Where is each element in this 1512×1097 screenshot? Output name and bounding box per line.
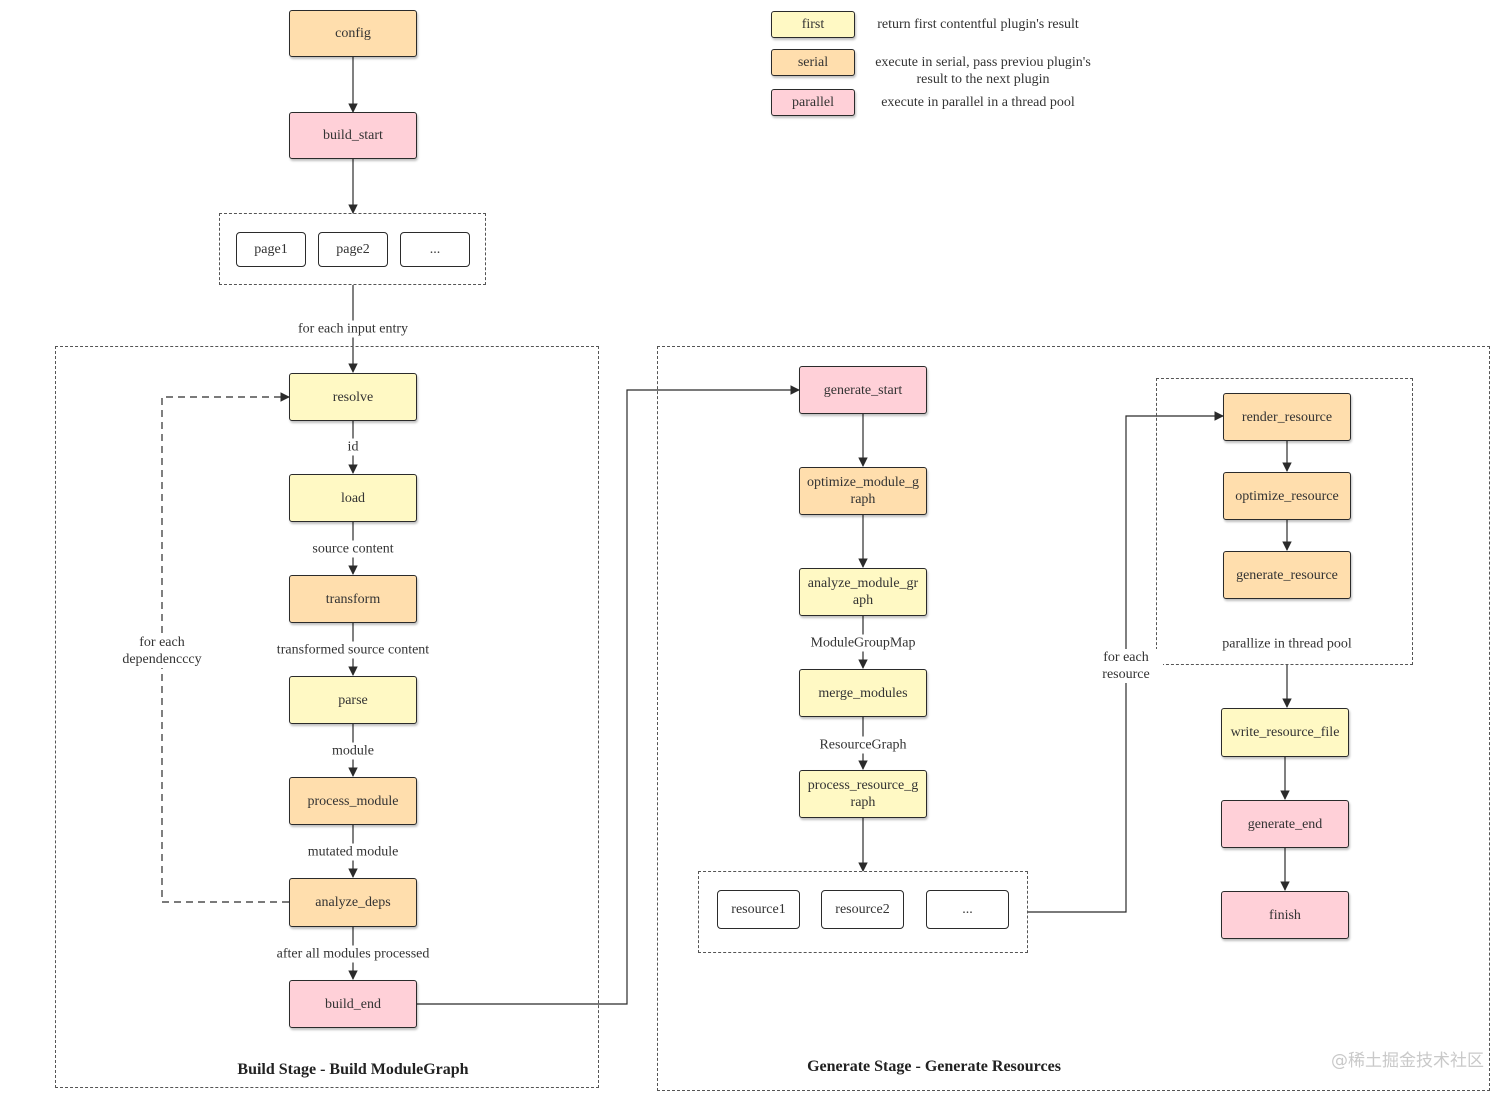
generate-stage-title: Generate Stage - Generate Resources bbox=[807, 1058, 1061, 1075]
legend-serial-swatch: serial bbox=[771, 49, 855, 76]
resources-group bbox=[698, 871, 1028, 953]
legend-serial-desc: execute in serial, pass previou plugin's… bbox=[875, 55, 1091, 87]
node-page2[interactable]: page2 bbox=[318, 232, 388, 267]
node-pages-more[interactable]: ... bbox=[400, 232, 470, 267]
legend-parallel-desc: execute in parallel in a thread pool bbox=[881, 95, 1075, 110]
edge-label-source-content: source content bbox=[310, 540, 396, 558]
node-resolve[interactable]: resolve bbox=[289, 373, 417, 421]
build-stage-title: Build Stage - Build ModuleGraph bbox=[237, 1061, 469, 1078]
edge-label-mutated-module: mutated module bbox=[305, 843, 401, 861]
node-build-end[interactable]: build_end bbox=[289, 980, 417, 1028]
node-process-module[interactable]: process_module bbox=[289, 777, 417, 825]
edge-dependency-loop bbox=[161, 392, 290, 903]
edge-label-for-each-dependency: for each dependencccy bbox=[115, 634, 209, 668]
edge-label-id: id bbox=[345, 438, 361, 456]
node-resource1[interactable]: resource1 bbox=[717, 890, 800, 929]
edge-label-for-each-resource: for each resource bbox=[1089, 649, 1163, 683]
node-finish[interactable]: finish bbox=[1221, 891, 1349, 939]
node-merge-modules[interactable]: merge_modules bbox=[799, 669, 927, 717]
watermark: @稀土掘金技术社区 bbox=[1331, 1051, 1484, 1071]
node-optimize-module-graph[interactable]: optimize_module_graph bbox=[799, 467, 927, 515]
edge-label-transformed-source-content: transformed source content bbox=[274, 641, 432, 659]
node-optimize-resource[interactable]: optimize_resource bbox=[1223, 472, 1351, 520]
label-parallize-in-thread-pool: parallize in thread pool bbox=[1220, 635, 1354, 653]
edge-label-resource-graph: ResourceGraph bbox=[817, 736, 909, 754]
edge-label-for-each-input-entry: for each input entry bbox=[295, 320, 411, 338]
node-write-resource-file[interactable]: write_resource_file bbox=[1221, 708, 1349, 757]
node-parse[interactable]: parse bbox=[289, 676, 417, 724]
legend-first-desc: return first contentful plugin's result bbox=[877, 17, 1079, 32]
pages-group bbox=[219, 213, 486, 285]
node-transform[interactable]: transform bbox=[289, 575, 417, 623]
generate-stage-group bbox=[657, 346, 1490, 1091]
legend-first-swatch: first bbox=[771, 11, 855, 38]
node-process-resource-graph[interactable]: process_resource_graph bbox=[799, 770, 927, 818]
build-stage-group bbox=[55, 346, 599, 1088]
node-resources-more[interactable]: ... bbox=[926, 890, 1009, 929]
node-generate-end[interactable]: generate_end bbox=[1221, 800, 1349, 848]
edge-build-end-generate-start bbox=[417, 385, 800, 1005]
node-generate-start[interactable]: generate_start bbox=[799, 366, 927, 414]
thread-pool-group bbox=[1156, 378, 1413, 665]
node-build-start[interactable]: build_start bbox=[289, 112, 417, 159]
node-page1[interactable]: page1 bbox=[236, 232, 306, 267]
node-load[interactable]: load bbox=[289, 474, 417, 522]
node-generate-resource[interactable]: generate_resource bbox=[1223, 551, 1351, 599]
node-config[interactable]: config bbox=[289, 10, 417, 57]
node-analyze-deps[interactable]: analyze_deps bbox=[289, 878, 417, 927]
node-resource2[interactable]: resource2 bbox=[821, 890, 904, 929]
edge-label-module-group-map: ModuleGroupMap bbox=[808, 634, 918, 652]
edge-label-after-all-modules-processed: after all modules processed bbox=[274, 945, 432, 963]
node-analyze-module-graph[interactable]: analyze_module_graph bbox=[799, 568, 927, 616]
legend-parallel-swatch: parallel bbox=[771, 89, 855, 116]
edge-label-module: module bbox=[330, 742, 376, 760]
node-render-resource[interactable]: render_resource bbox=[1223, 393, 1351, 441]
